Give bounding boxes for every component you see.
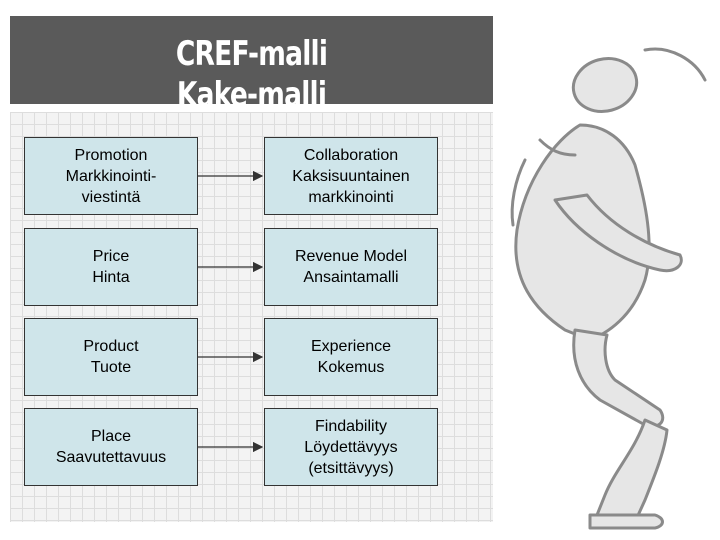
box-revenue-model: Revenue Model Ansaintamalli [264, 228, 438, 306]
box-place-line-2: Saavutettavuus [55, 449, 167, 466]
box-promotion-line-2: Markkinointi- [65, 167, 157, 185]
box-collaboration: Collaboration Kaksisuuntainen markkinoin… [264, 137, 438, 215]
box-collaboration-line-1: Collaboration [303, 146, 399, 164]
box-collaboration-line-2: Kaksisuuntainen [292, 167, 410, 185]
box-experience-line-1: Experience [310, 338, 392, 355]
title-line-1: CREF-malli [175, 34, 328, 74]
title-line-2: Kake-malli [176, 75, 327, 115]
box-revenue-model-line-2: Ansaintamalli [303, 269, 399, 286]
box-place-line-1: Place [90, 428, 132, 445]
box-product-line-1: Product [83, 338, 139, 355]
box-revenue-model-line-1: Revenue Model [294, 248, 408, 265]
box-promotion: Promotion Markkinointi- viestintä [24, 137, 198, 215]
box-promotion-line-3: viestintä [81, 188, 141, 206]
box-product: Product Tuote [24, 318, 198, 396]
title-bar: CREF-malli Kake-malli [10, 16, 493, 115]
box-price-line-1: Price [92, 248, 130, 265]
box-findability: Findability Löydettävyys (etsittävyys) [264, 408, 438, 486]
box-price: Price Hinta [24, 228, 198, 306]
box-place: Place Saavutettavuus [24, 408, 198, 486]
box-product-line-2: Tuote [90, 359, 132, 376]
box-price-line-2: Hinta [92, 269, 130, 286]
box-experience: Experience Kokemus [264, 318, 438, 396]
box-collaboration-line-3: markkinointi [308, 188, 394, 206]
box-findability-line-1: Findability [314, 417, 388, 435]
person-carrying-icon [510, 47, 707, 530]
box-findability-line-3: (etsittävyys) [308, 459, 394, 477]
box-promotion-line-1: Promotion [74, 146, 148, 164]
box-experience-line-2: Kokemus [317, 359, 385, 376]
box-findability-line-2: Löydettävyys [304, 438, 398, 456]
